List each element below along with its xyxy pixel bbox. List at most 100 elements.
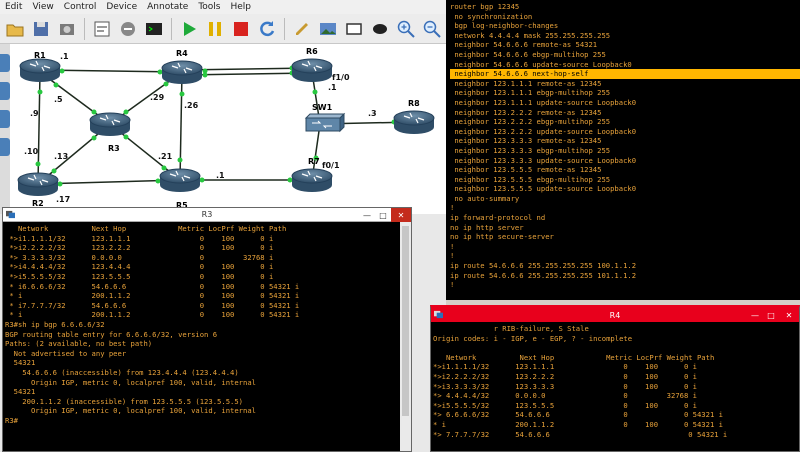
terminal-line: Not advertised to any peer — [5, 348, 127, 358]
menu-tools[interactable]: Tools — [198, 2, 221, 12]
router-r2-icon[interactable] — [17, 172, 59, 196]
link-status-dots — [35, 65, 397, 187]
close-icon[interactable]: ✕ — [391, 208, 411, 222]
r3-console-window[interactable]: R3 — □ ✕ Network Next Hop Metric LocPrf … — [2, 207, 412, 452]
terminal-line: neighbor 123.5.5.5 ebgp-multihop 255 — [450, 174, 611, 184]
device-label-r7: R7 — [308, 157, 320, 166]
terminal-line: ! — [450, 280, 455, 290]
menu-annotate[interactable]: Annotate — [147, 2, 189, 12]
end-device-palette-icon[interactable] — [0, 110, 10, 128]
device-label-sw1: SW1 — [312, 103, 333, 112]
terminal-line: 54321 — [5, 387, 36, 397]
router-r4-icon[interactable] — [161, 60, 203, 84]
terminal-line: neighbor 123.2.2.2 ebgp-multihop 255 — [450, 117, 611, 127]
r6-terminal-output[interactable]: router bgp 12345 no synchronization bgp … — [450, 2, 800, 300]
zoom-out-icon[interactable] — [421, 18, 443, 40]
interface-label: .26 — [184, 101, 199, 110]
r3-terminal-output[interactable]: Network Next Hop Metric LocPrf Weight Pa… — [5, 224, 399, 451]
device-label-r5: R5 — [176, 201, 188, 210]
terminal-line: ! — [450, 251, 455, 261]
terminal-line: *>i5.5.5.5/32 123.5.5.5 0 100 0 i — [5, 271, 274, 281]
scrollbar-thumb[interactable] — [402, 226, 409, 416]
draw-rectangle-icon[interactable] — [343, 18, 365, 40]
terminal-line: *>i3.3.3.3/32 123.3.3.3 0 100 0 i — [433, 381, 697, 391]
r3-scrollbar[interactable] — [400, 222, 411, 451]
console-icon[interactable] — [143, 18, 165, 40]
minimize-icon[interactable]: — — [751, 310, 759, 320]
terminal-line: * i 200.1.1.2 0 100 0 54321 i — [433, 419, 723, 429]
terminal-line: *>i5.5.5.5/32 123.5.5.5 0 100 0 i — [433, 400, 697, 410]
add-note-icon[interactable] — [291, 18, 313, 40]
toolbar-separator — [284, 17, 285, 40]
switch-sw1-icon[interactable] — [304, 112, 346, 133]
suspend-all-icon[interactable] — [204, 18, 226, 40]
terminal-line: * i 200.1.1.2 0 100 0 54321 i — [5, 291, 300, 301]
close-icon[interactable]: ✕ — [779, 308, 799, 322]
terminal-line: *>i1.1.1.1/32 123.1.1.1 0 100 0 i — [433, 362, 697, 372]
terminal-line: no auto-summary — [450, 193, 520, 203]
menu-control[interactable]: Control — [63, 2, 97, 12]
menu-edit[interactable]: Edit — [5, 2, 23, 12]
link-r4-r5[interactable] — [179, 71, 183, 181]
terminal-line: neighbor 54.6.6.6 ebgp-multihop 255 — [450, 49, 606, 59]
terminal-line: R3#sh ip bgp 6.6.6.6/32 — [5, 319, 105, 329]
r6-console-window[interactable]: router bgp 12345 no synchronization bgp … — [446, 0, 800, 300]
stop-all-icon[interactable] — [230, 18, 252, 40]
minimize-icon[interactable]: — — [363, 210, 371, 220]
terminal-line: network 4.4.4.4 mask 255.255.255.255 — [450, 30, 611, 40]
router-r3-icon[interactable] — [89, 112, 131, 136]
interface-label: .10 — [24, 147, 39, 156]
maximize-icon[interactable]: □ — [767, 310, 775, 320]
show-interface-labels-icon[interactable] — [91, 18, 113, 40]
menu-help[interactable]: Help — [230, 2, 252, 12]
r3-title-bar[interactable]: R3 — □ ✕ — [3, 208, 411, 222]
terminal-line: neighbor 123.5.5.5 update-source Loopbac… — [450, 184, 637, 194]
toolbar-separator — [171, 17, 172, 40]
terminal-line: *>i2.2.2.2/32 123.2.2.2 0 100 0 i — [5, 243, 274, 253]
r4-title-bar[interactable]: R4 — □ ✕ — [431, 308, 799, 322]
terminal-line: *>i4.4.4.4/32 123.4.4.4 0 100 0 i — [5, 262, 274, 272]
terminal-line: neighbor 54.6.6.6 next-hop-self — [450, 69, 800, 79]
draw-ellipse-icon[interactable] — [369, 18, 391, 40]
terminal-line: BGP routing table entry for 6.6.6.6/32, … — [5, 329, 218, 339]
menu-view[interactable]: View — [32, 2, 54, 12]
router-palette-icon[interactable] — [0, 54, 10, 72]
terminal-line: Origin IGP, metric 0, localpref 100, val… — [5, 377, 256, 387]
start-all-icon[interactable] — [178, 18, 200, 40]
terminal-line: ip route 54.6.6.6 255.255.255.255 101.1.… — [450, 270, 637, 280]
terminal-line: neighbor 123.2.2.2 remote-as 12345 — [450, 107, 602, 117]
menu-device[interactable]: Device — [106, 2, 138, 12]
router-r1-icon[interactable] — [19, 58, 61, 82]
save-icon[interactable] — [30, 18, 52, 40]
putty-icon — [434, 310, 443, 319]
snapshot-icon[interactable] — [56, 18, 78, 40]
putty-icon — [6, 210, 15, 219]
zoom-in-icon[interactable] — [395, 18, 417, 40]
link-r1-r2[interactable] — [37, 71, 41, 185]
security-device-palette-icon[interactable] — [0, 138, 10, 156]
terminal-line: * i 200.1.1.2 0 100 0 54321 i — [5, 310, 300, 320]
router-r8-icon[interactable] — [393, 110, 435, 134]
router-r6-icon[interactable] — [291, 58, 333, 82]
router-r7-icon[interactable] — [291, 168, 333, 192]
device-palette — [0, 44, 10, 214]
interface-label: f0/1 — [322, 161, 340, 170]
terminal-line: Paths: (2 available, no best path) — [5, 339, 153, 349]
terminal-line: no ip http server — [450, 222, 524, 232]
add-link-icon[interactable] — [117, 18, 139, 40]
terminal-line: ip forward-protocol nd — [450, 213, 546, 223]
toolbar-separator — [84, 17, 85, 40]
switch-palette-icon[interactable] — [0, 82, 10, 100]
open-folder-icon[interactable] — [4, 18, 26, 40]
router-r5-icon[interactable] — [159, 168, 201, 192]
interface-label: .3 — [368, 109, 377, 118]
topology-canvas[interactable]: R1 R4 R6 R3 R8 SW1 R2 R5 R7 .1 .5 .29 .2… — [10, 44, 446, 214]
insert-picture-icon[interactable] — [317, 18, 339, 40]
reload-all-icon[interactable] — [256, 18, 278, 40]
interface-label: .29 — [150, 93, 165, 102]
terminal-line: neighbor 123.5.5.5 remote-as 12345 — [450, 165, 602, 175]
device-label-r3: R3 — [108, 144, 120, 153]
maximize-icon[interactable]: □ — [379, 210, 387, 220]
